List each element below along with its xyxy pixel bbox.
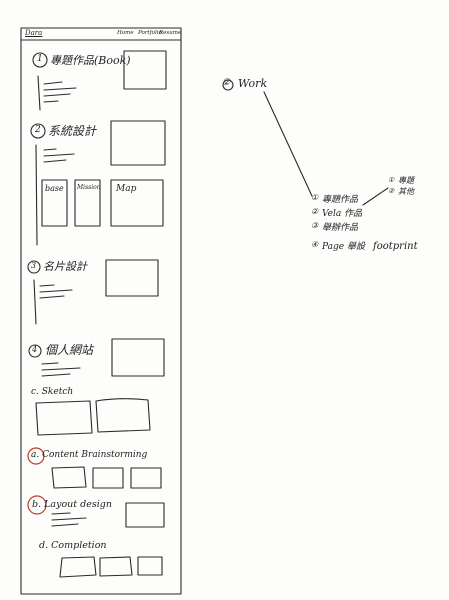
section-4-number: 4 xyxy=(32,345,38,354)
sitemap-root-marker xyxy=(222,79,234,91)
step-b-highlight-circle xyxy=(27,495,47,515)
card-map-box xyxy=(110,179,164,227)
section-2-vertical-line xyxy=(35,144,38,246)
step-a-highlight-circle xyxy=(27,447,45,465)
brainstorm-box-1 xyxy=(51,466,87,489)
sitemap-sub-1-label: 專題 xyxy=(398,176,414,185)
sitemap-item-3-number: ③ xyxy=(311,221,319,230)
sitemap-item-1-number: ① xyxy=(311,193,319,202)
sitemap-item-4-label: Page 舉設 xyxy=(322,242,365,252)
sitemap-item-4-extra: footprint xyxy=(373,241,418,252)
completion-box-2 xyxy=(99,556,133,577)
step-completion-label: d. Completion xyxy=(39,540,107,551)
section-2-image-box xyxy=(110,120,166,166)
sitemap-sub-connector xyxy=(362,187,389,206)
sitemap-item-3-label: 舉辦作品 xyxy=(322,223,359,233)
step-content-brainstorming-label: a. Content Brainstorming xyxy=(31,450,148,460)
sitemap-sub-2-number: ② xyxy=(388,187,395,195)
section-1-number-circle xyxy=(32,52,48,68)
sitemap-connector xyxy=(263,91,313,197)
completion-box-3 xyxy=(137,556,163,576)
page-frame xyxy=(20,27,182,595)
step-layout-design-label: b. Layout design xyxy=(32,499,112,510)
section-3-vertical-line xyxy=(33,279,37,325)
card-base-box xyxy=(41,179,68,227)
sitemap-root-number: ② xyxy=(222,78,231,88)
sitemap-item-2-label: Vela 作品 xyxy=(322,209,363,219)
section-2-number-circle xyxy=(30,123,46,139)
section-3-number-circle xyxy=(27,260,41,274)
sitemap-item-2-number: ② xyxy=(311,207,319,216)
section-2-title: 系統設計 xyxy=(48,124,97,138)
nav-resume-link[interactable]: Resume xyxy=(159,30,182,36)
section-1-vertical-line xyxy=(37,75,41,111)
sitemap-item-4-number: ④ xyxy=(311,240,319,249)
sitemap-root-label: Work xyxy=(238,77,268,90)
layout-box xyxy=(125,502,165,528)
nav-home-link[interactable]: Home xyxy=(117,30,134,36)
brainstorm-box-2 xyxy=(92,467,124,489)
section-1-title: 專題作品(Book) xyxy=(50,54,131,67)
sitemap-sub-2-label: 其他 xyxy=(398,187,414,196)
card-map-label: Map xyxy=(116,184,137,194)
sitemap-item-1-label: 專題作品 xyxy=(322,195,359,205)
section-1-number: 1 xyxy=(37,54,43,64)
section-3-image-box xyxy=(105,259,159,297)
section-4-title: 個人網站 xyxy=(45,343,94,357)
nav-portfolio-link[interactable]: Portfolio xyxy=(138,30,162,36)
sketch-box-2 xyxy=(95,398,151,433)
brainstorm-box-3 xyxy=(130,467,162,489)
sketch-box-1 xyxy=(35,400,93,436)
card-mission-label: Mission xyxy=(77,184,101,191)
site-logo[interactable]: Dara xyxy=(25,29,43,37)
section-3-number: 3 xyxy=(31,261,37,270)
card-base-label: base xyxy=(45,184,64,193)
completion-box-1 xyxy=(59,556,97,578)
section-2-number: 2 xyxy=(35,125,41,135)
section-1-image-box xyxy=(123,50,167,90)
section-4-image-box xyxy=(111,338,165,377)
card-mission-box xyxy=(74,179,101,227)
step-sketch-label: c. Sketch xyxy=(31,387,74,397)
sitemap-sub-1-number: ① xyxy=(388,176,395,184)
section-4-number-circle xyxy=(28,344,42,358)
section-3-title: 名片設計 xyxy=(43,260,87,273)
